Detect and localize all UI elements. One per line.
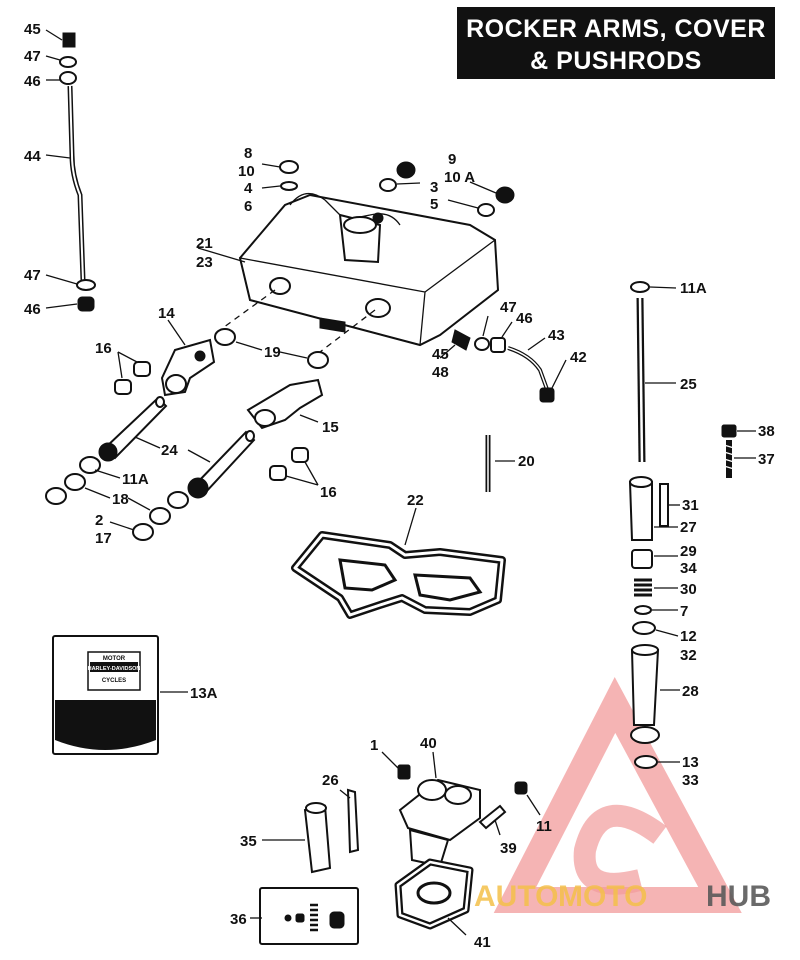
title-line-1: ROCKER ARMS, COVER (466, 15, 766, 43)
label-47-right: 47 (500, 299, 517, 316)
watermark-triangle-logo (493, 677, 742, 913)
label-20: 20 (518, 453, 535, 470)
label-3: 3 (430, 179, 438, 196)
shaft-washers (45, 456, 189, 541)
label-46-right: 46 (516, 310, 533, 327)
label-7: 7 (680, 603, 688, 620)
label-12: 12 (680, 628, 697, 645)
label-45-right: 45 (432, 346, 449, 363)
label-46-mid: 46 (24, 301, 41, 318)
label-13A: 13A (190, 685, 218, 702)
cover-hardware-top (261, 160, 515, 217)
label-43: 43 (548, 327, 565, 344)
title-line-2: & PUSHRODS (530, 47, 702, 75)
label-33: 33 (682, 772, 699, 789)
label-31: 31 (682, 497, 699, 514)
label-47-mid: 47 (24, 267, 41, 284)
label-15: 15 (322, 419, 339, 436)
label-45-top: 45 (24, 21, 41, 38)
rocker-cover (197, 193, 500, 347)
washers-19 (214, 328, 329, 369)
label-37: 37 (758, 451, 775, 468)
label-11A-right: 11A (680, 280, 707, 297)
label-9: 9 (448, 151, 456, 168)
bolt-37-38 (721, 424, 756, 478)
label-18: 18 (112, 491, 129, 508)
oil-line-assembly-right (439, 315, 567, 403)
label-25: 25 (680, 376, 697, 393)
label-10: 10 (238, 163, 255, 180)
label-47-top: 47 (24, 48, 41, 65)
callout-labels: 45 47 46 44 47 46 8 10 4 6 9 10 A 3 5 21… (24, 21, 775, 951)
logo-top-text: MOTOR (103, 656, 126, 662)
rocker-arm-15 (246, 378, 324, 430)
label-28: 28 (682, 683, 699, 700)
rocker-arm-14 (160, 319, 216, 397)
label-11: 11 (536, 818, 552, 835)
watermark-auto: AUTO (474, 880, 558, 913)
label-10A: 10 A (444, 169, 475, 186)
label-48: 48 (432, 364, 449, 381)
label-14: 14 (158, 305, 175, 322)
label-4: 4 (244, 180, 253, 197)
label-26: 26 (322, 772, 339, 789)
label-19: 19 (264, 344, 281, 361)
pushrod-20 (485, 435, 515, 492)
label-46-top: 46 (24, 73, 41, 90)
label-32: 32 (680, 647, 697, 664)
label-5: 5 (430, 196, 438, 213)
label-41: 41 (474, 934, 491, 951)
rocker-shafts-24 (98, 396, 256, 499)
label-42: 42 (570, 349, 587, 366)
lower-components (250, 751, 541, 945)
label-34: 34 (680, 560, 697, 577)
watermark-text: AUTO MOTO HUB (474, 880, 771, 913)
label-2: 2 (95, 512, 103, 529)
label-36: 36 (230, 911, 247, 928)
label-24: 24 (161, 442, 178, 459)
label-35: 35 (240, 833, 257, 850)
label-8: 8 (244, 145, 252, 162)
label-13: 13 (682, 754, 699, 771)
label-6: 6 (244, 198, 252, 215)
label-38: 38 (758, 423, 775, 440)
label-40: 40 (420, 735, 437, 752)
oil-line-assembly-left (45, 29, 96, 312)
label-21: 21 (196, 235, 213, 252)
bushings-16-upper (114, 351, 151, 395)
pushrod-tube-assembly (628, 281, 680, 769)
label-1: 1 (370, 737, 378, 754)
watermark-moto: MOTO (558, 880, 647, 913)
logo-bottom-text: CYCLES (102, 678, 126, 684)
label-39: 39 (500, 840, 517, 857)
diagram-title-box: ROCKER ARMS, COVER & PUSHRODS (457, 7, 775, 79)
label-16-lower: 16 (320, 484, 337, 501)
watermark-hub: HUB (706, 880, 771, 913)
decal-13A: MOTOR HARLEY-DAVIDSON CYCLES (52, 635, 188, 755)
label-44: 44 (24, 148, 41, 165)
label-27: 27 (680, 519, 697, 536)
logo-middle-text: HARLEY-DAVIDSON (88, 666, 141, 672)
label-17: 17 (95, 530, 112, 547)
bushings-16-lower (269, 447, 319, 486)
label-11A-left: 11A (122, 471, 149, 488)
label-23: 23 (196, 254, 213, 271)
label-22: 22 (407, 492, 424, 509)
label-30: 30 (680, 581, 697, 598)
rocker-cover-gasket-22 (291, 507, 506, 619)
label-29: 29 (680, 543, 697, 560)
label-16-upper: 16 (95, 340, 112, 357)
